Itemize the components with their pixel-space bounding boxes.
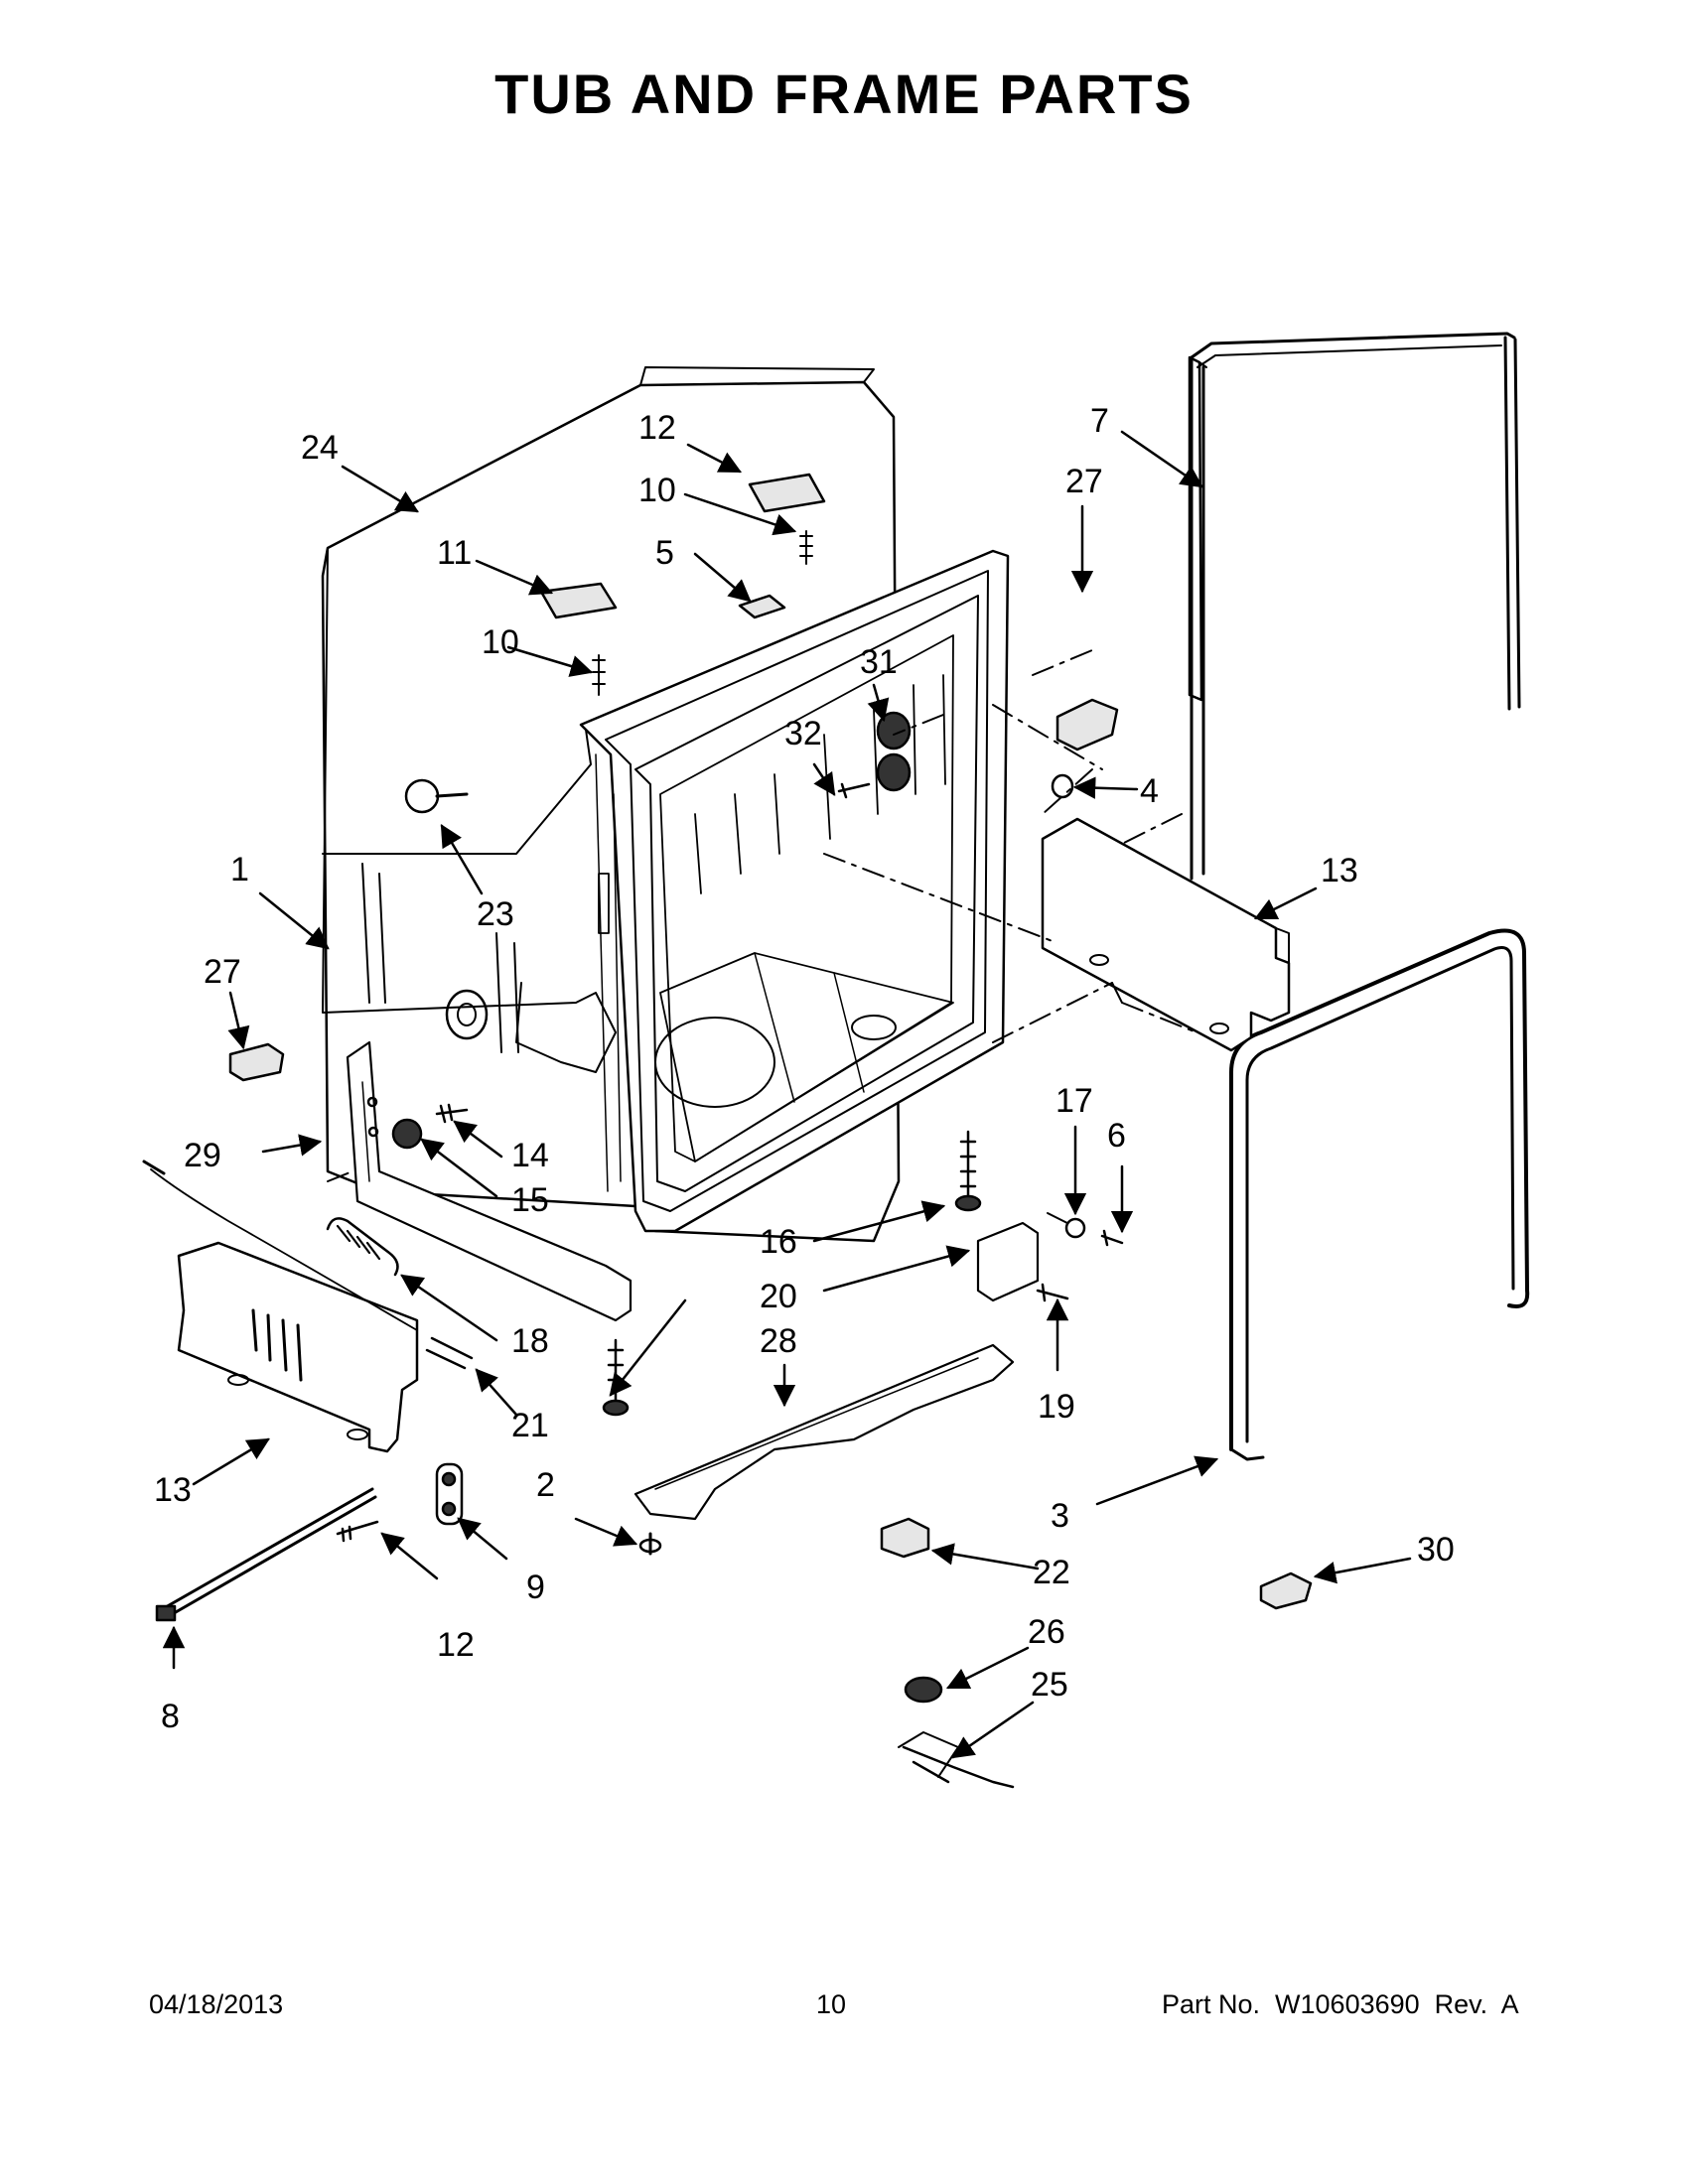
callout-3: 3 xyxy=(1051,1497,1069,1535)
callout-10-upper: 10 xyxy=(638,472,676,509)
callout-26: 26 xyxy=(1028,1613,1065,1651)
callout-28: 28 xyxy=(760,1322,797,1360)
top-bracket-left xyxy=(539,582,618,619)
footer-page-number: 10 xyxy=(816,1989,847,2019)
page-title: TUB AND FRAME PARTS xyxy=(494,63,1194,125)
callout-30: 30 xyxy=(1417,1531,1455,1569)
callout-20: 20 xyxy=(760,1278,797,1315)
callout-24: 24 xyxy=(301,429,339,467)
callout-27-upper: 27 xyxy=(1065,463,1103,500)
small-parts-left xyxy=(155,1462,662,1622)
footer-date: 04/18/2013 xyxy=(149,1989,284,2019)
callout-12: 12 xyxy=(437,1626,475,1664)
callout-17: 17 xyxy=(1055,1082,1093,1120)
screw-left xyxy=(592,654,606,696)
callout-11-left: 11 xyxy=(437,534,472,572)
callout-29: 29 xyxy=(184,1137,221,1174)
leveling-legs xyxy=(602,1130,982,1417)
callout-15: 15 xyxy=(511,1181,549,1219)
callout-5: 5 xyxy=(655,534,674,572)
callout-7: 7 xyxy=(1090,402,1109,440)
callout-10-left: 10 xyxy=(482,623,519,661)
insulation-panel-right xyxy=(1041,817,1291,1052)
door-gasket-top xyxy=(1188,332,1521,881)
callout-22: 22 xyxy=(1033,1554,1070,1591)
callout-14: 14 xyxy=(511,1137,549,1174)
leader-arrows xyxy=(162,430,1412,1759)
callout-13-right: 13 xyxy=(1321,852,1358,889)
callout-11-upper: 12 xyxy=(638,409,676,447)
callout-labels: 24 12 10 11 10 5 7 27 31 32 4 13 1 23 27… xyxy=(154,402,1455,1735)
callout-18: 18 xyxy=(511,1322,549,1360)
callout-2: 2 xyxy=(536,1466,555,1504)
top-clip xyxy=(738,594,786,619)
right-corner-bracket xyxy=(976,1217,1124,1302)
top-bracket-upper xyxy=(748,473,826,513)
callout-6: 6 xyxy=(1107,1117,1126,1155)
toe-plate-panel xyxy=(633,1343,1015,1521)
callout-13-left: 13 xyxy=(154,1471,192,1509)
small-parts-bottom xyxy=(880,1517,1313,1789)
callout-27-lower: 27 xyxy=(204,953,241,991)
callout-16-upper: 16 xyxy=(760,1223,797,1261)
callout-21: 21 xyxy=(511,1407,549,1444)
left-frame-bracket xyxy=(142,1040,633,1370)
callout-31: 31 xyxy=(860,643,898,681)
screw-upper xyxy=(799,530,813,565)
callout-32: 32 xyxy=(784,715,822,752)
tub-gasket-bottom xyxy=(1229,928,1530,1461)
callout-19: 19 xyxy=(1038,1388,1075,1426)
callout-9: 9 xyxy=(526,1569,545,1606)
footer-part-number: Part No. W10603690 Rev. A xyxy=(1162,1989,1519,2019)
callout-23: 23 xyxy=(477,895,514,933)
callout-25: 25 xyxy=(1031,1666,1068,1704)
insulation-panel-left xyxy=(177,1241,419,1453)
callout-4: 4 xyxy=(1140,772,1159,810)
callout-8: 8 xyxy=(161,1698,180,1735)
callout-1: 1 xyxy=(230,851,249,888)
